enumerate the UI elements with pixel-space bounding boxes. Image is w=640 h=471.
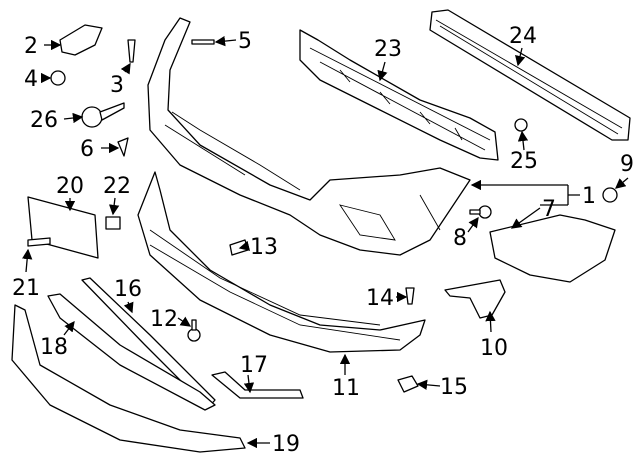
leader-lines — [21, 35, 629, 449]
callout-12: 12 — [150, 307, 178, 332]
callout-18: 18 — [40, 335, 68, 360]
part-16-strip — [81, 277, 216, 409]
callout-4: 4 — [24, 67, 38, 92]
part-11-lower-cover — [137, 171, 426, 353]
part-7-bracket — [489, 214, 616, 283]
callout-8: 8 — [453, 226, 467, 251]
callout-2: 2 — [24, 34, 38, 59]
part-2-bracket — [59, 24, 103, 56]
part-23-absorber — [299, 29, 499, 161]
callout-16: 16 — [114, 277, 142, 302]
callout-25: 25 — [510, 149, 538, 174]
callout-1: 1 — [582, 184, 596, 209]
callout-22: 22 — [103, 174, 131, 199]
callout-6: 6 — [80, 137, 94, 162]
callout-9: 9 — [620, 152, 634, 177]
part-1-bumper-cover — [147, 17, 471, 256]
callout-7: 7 — [542, 197, 556, 222]
callout-24: 24 — [509, 24, 537, 49]
callout-23: 23 — [374, 37, 402, 62]
callout-10: 10 — [480, 336, 508, 361]
part-18-grille — [47, 293, 216, 411]
callout-15: 15 — [440, 375, 468, 400]
callout-26: 26 — [30, 108, 58, 133]
callout-19: 19 — [272, 432, 300, 457]
part-20-plate-bracket — [27, 196, 99, 259]
fasteners — [27, 39, 618, 393]
callout-11: 11 — [332, 376, 360, 401]
callout-5: 5 — [238, 29, 252, 54]
callout-labels: 1 2 3 4 5 6 7 8 9 10 11 12 13 14 15 16 1… — [12, 24, 634, 457]
callout-13: 13 — [250, 235, 278, 260]
callout-20: 20 — [56, 174, 84, 199]
callout-21: 21 — [12, 276, 40, 301]
part-10-bracket — [444, 279, 506, 319]
part-17-trim — [211, 371, 304, 399]
callout-17: 17 — [240, 353, 268, 378]
part-24-reinforcement — [429, 9, 631, 141]
part-19-skid-plate — [11, 304, 246, 453]
callout-14: 14 — [366, 286, 394, 311]
callout-3: 3 — [110, 73, 124, 98]
